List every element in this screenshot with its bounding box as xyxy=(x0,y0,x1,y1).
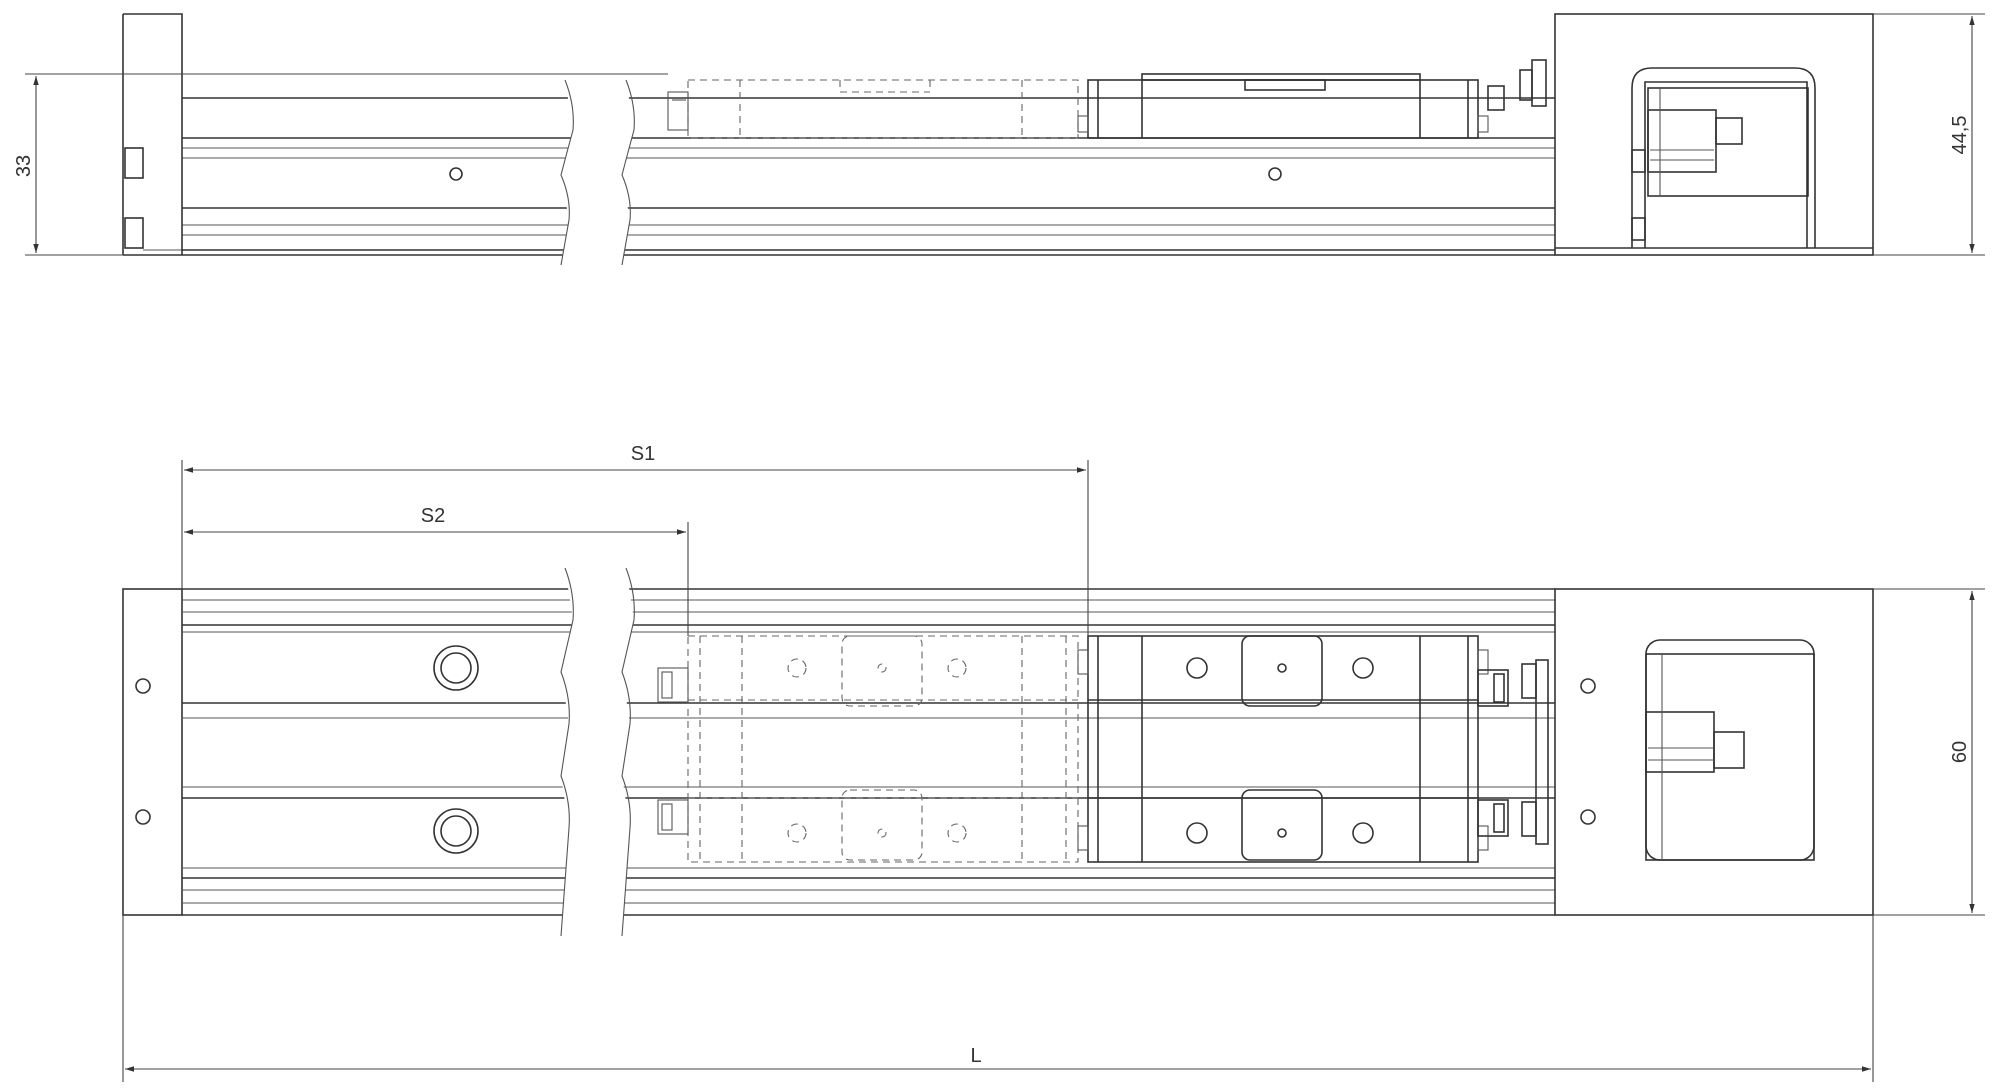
dimension-label-s2: S2 xyxy=(421,505,445,527)
dimension-end-block-height: 44,5 xyxy=(1873,13,1985,256)
top-carriage xyxy=(1077,635,1509,863)
side-view: 33 44,5 xyxy=(13,13,1985,266)
dimension-label-l: L xyxy=(970,1045,981,1067)
dimension-label-33: 33 xyxy=(13,155,35,177)
mounting-hole-lower xyxy=(433,808,479,854)
dimension-label-44-5: 44,5 xyxy=(1949,116,1971,155)
side-ghost-carriage xyxy=(667,79,1079,139)
top-motor-block xyxy=(1521,588,1874,916)
mounting-hole-upper xyxy=(433,645,479,691)
dimension-side-height: 33 xyxy=(13,73,668,256)
dimension-stroke-s1: S1 xyxy=(181,443,1089,636)
dimension-length: L xyxy=(122,915,1874,1082)
side-motor-block xyxy=(1519,13,1874,256)
top-view: S1 S2 60 L xyxy=(122,443,1985,1082)
dimension-label-60: 60 xyxy=(1949,741,1971,763)
dimension-label-s1: S1 xyxy=(631,443,655,465)
top-left-end-plate xyxy=(122,588,183,916)
dimension-width: 60 xyxy=(1873,588,1985,916)
top-ghost-carriage xyxy=(657,635,1079,863)
top-profile xyxy=(182,567,1555,937)
side-profile xyxy=(181,79,1555,266)
side-carriage xyxy=(1077,73,1505,139)
dimension-stroke-s2: S2 xyxy=(184,505,689,636)
side-left-end-plate xyxy=(122,13,183,256)
